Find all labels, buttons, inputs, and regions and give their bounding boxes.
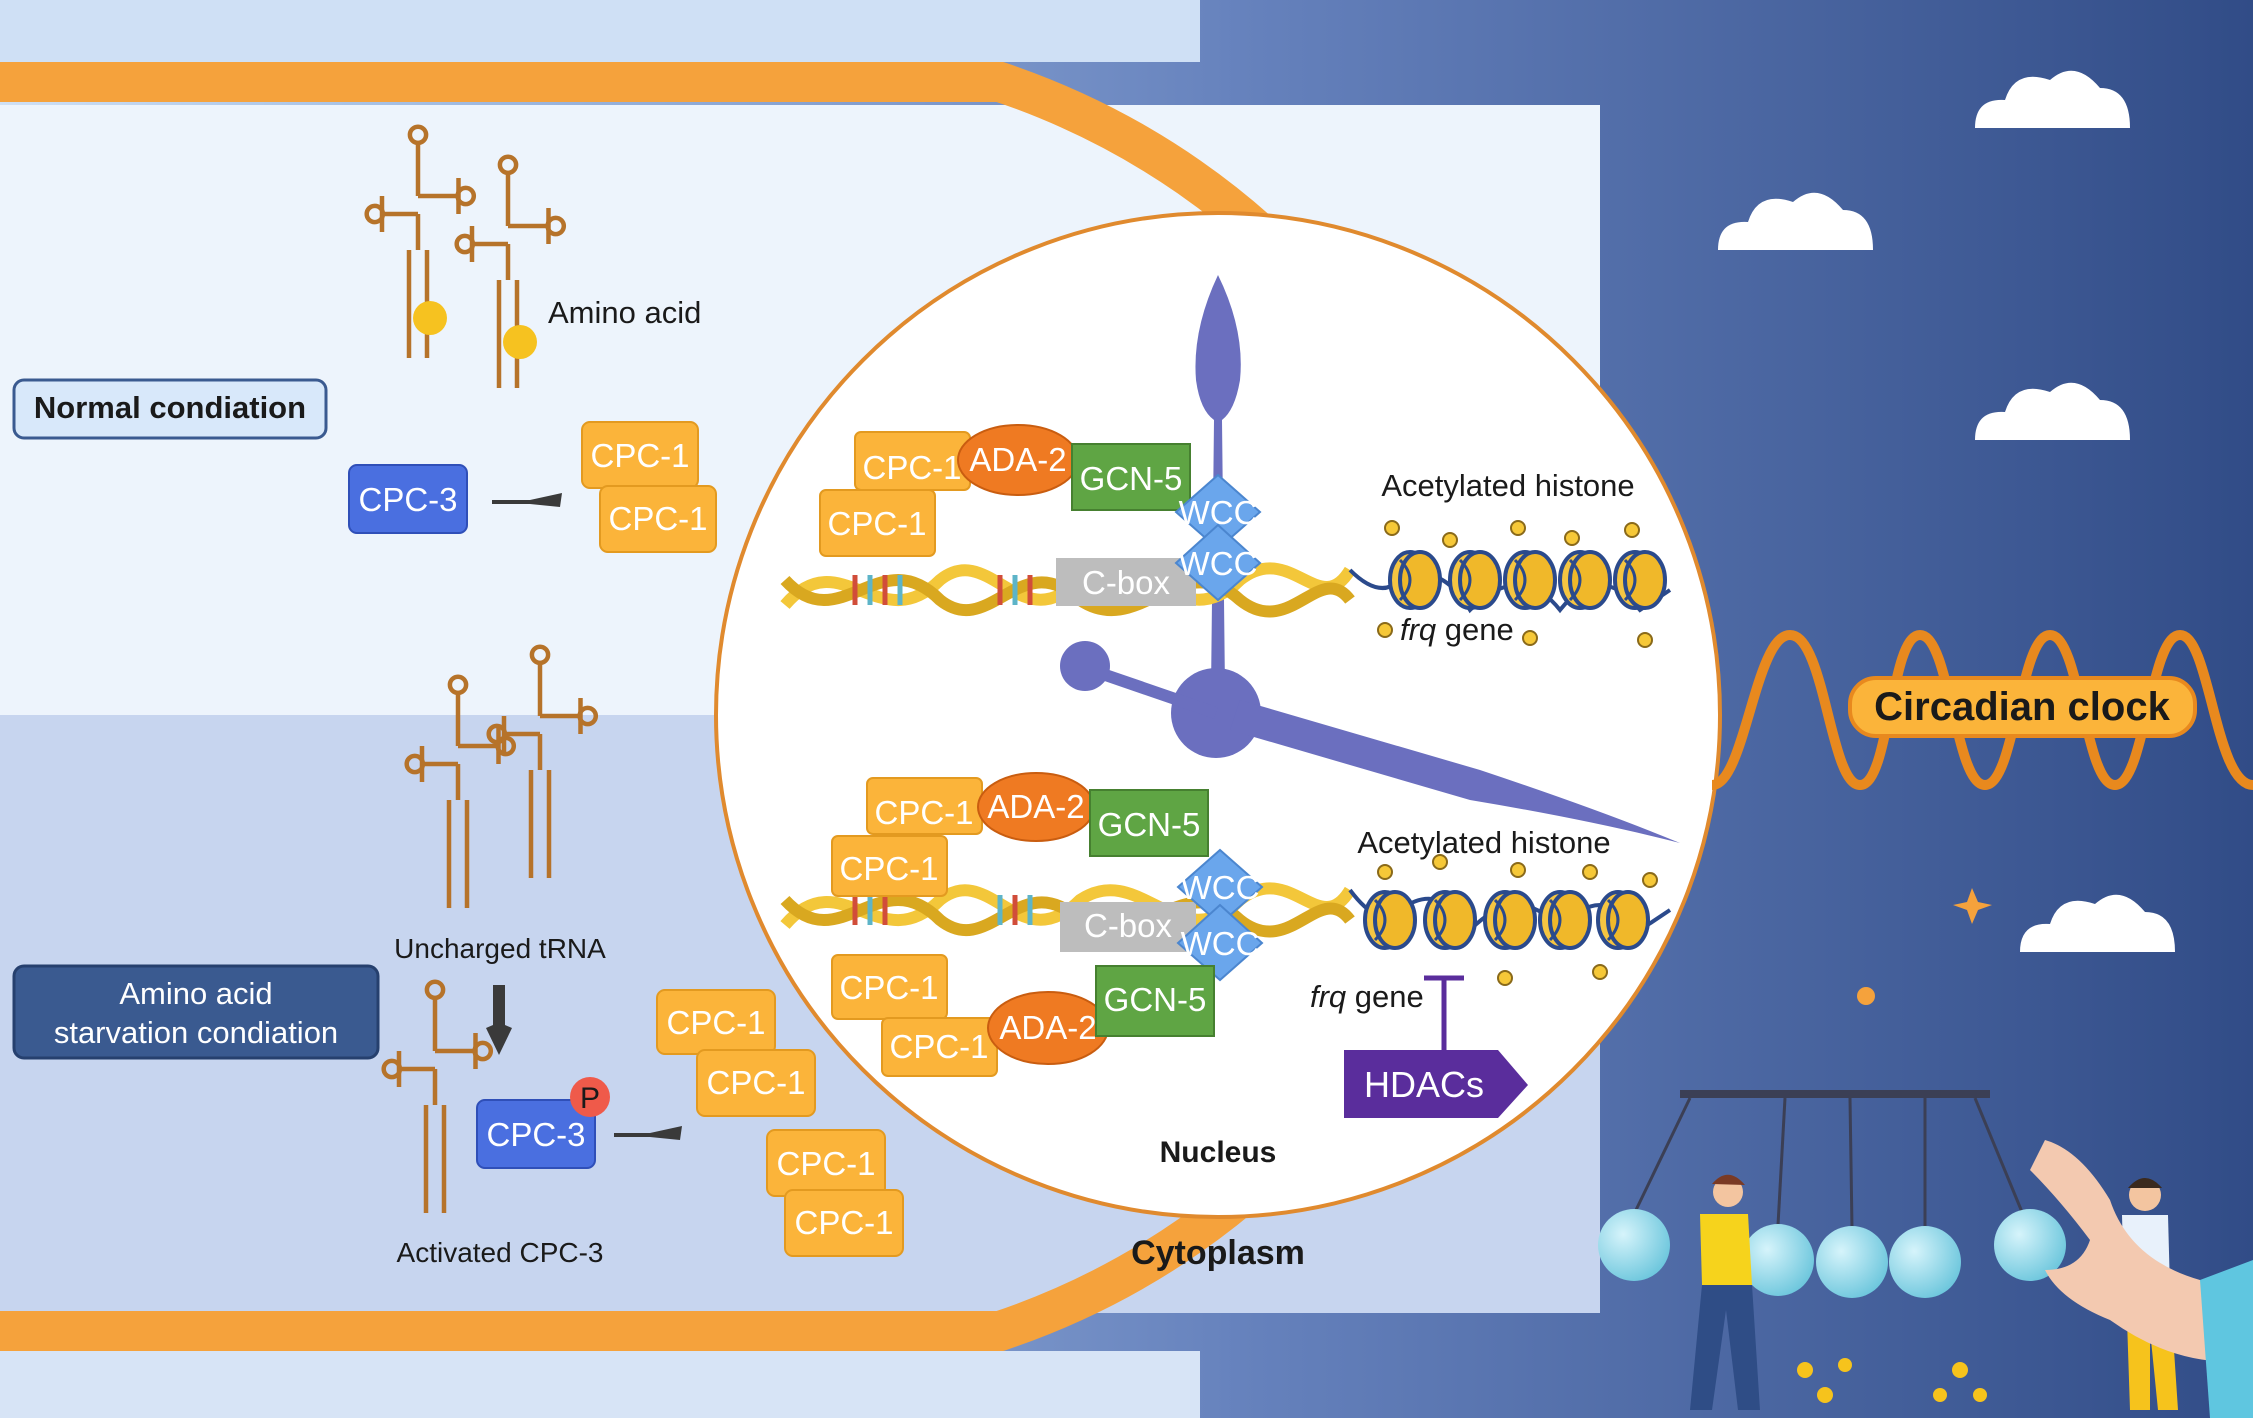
cpc3-activated: CPC-3: [476, 1099, 596, 1169]
gcn5-bottom-lower: GCN-5: [1095, 965, 1215, 1037]
activated-cpc3-label: Activated CPC-3: [397, 1237, 604, 1268]
svg-text:CPC-3: CPC-3: [486, 1116, 585, 1153]
svg-text:GCN-5: GCN-5: [1104, 981, 1207, 1018]
nucleosome-icon: [1448, 550, 1502, 610]
arrow-icon: [614, 1126, 682, 1140]
amino-acid-sphere-icon: [413, 301, 447, 335]
arrow-icon: [492, 493, 562, 507]
circadian-clock-label: Circadian clock: [1874, 685, 2170, 729]
acetylated-histone-label-top: Acetylated histone: [1381, 468, 1634, 503]
acetyl-group-icon: [1377, 854, 1658, 986]
nucleus-label: Nucleus: [1160, 1136, 1277, 1169]
person-icon: [1690, 1174, 1760, 1410]
uncharged-trna-label: Uncharged tRNA: [394, 933, 606, 964]
svg-text:WCC: WCC: [1179, 494, 1258, 531]
flower-icon: [1797, 1358, 1987, 1403]
frq-gene-label-bottom: frq gene: [1310, 979, 1424, 1014]
gcn5-bottom-upper: GCN-5: [1089, 789, 1209, 857]
cpc1-dimer-starv-2: CPC-1 CPC-1: [766, 1129, 904, 1257]
starvation-condition-box: [12, 964, 380, 1060]
svg-text:WCC: WCC: [1181, 869, 1260, 906]
cbox-bottom: C-box: [1060, 902, 1196, 952]
svg-text:CPC-3: CPC-3: [358, 481, 457, 518]
starvation-condition-label-line2: starvation condiation: [54, 1015, 338, 1050]
nucleosome-icon: [1596, 890, 1650, 950]
cpc3-normal: CPC-3: [348, 464, 468, 534]
normal-condition-label: Normal condiation: [34, 390, 306, 425]
hdacs-arrow: HDACs: [1344, 1050, 1528, 1118]
svg-text:CPC-1: CPC-1: [608, 500, 707, 537]
cpc1-dimer-bottom-upper: CPC-1 CPC-1: [831, 777, 983, 897]
nucleosome-icon: [1503, 550, 1557, 610]
svg-text:CPC-1: CPC-1: [874, 794, 973, 831]
ada2-top: ADA-2: [957, 424, 1079, 496]
svg-text:C-box: C-box: [1082, 564, 1171, 601]
svg-text:HDACs: HDACs: [1364, 1064, 1484, 1105]
svg-text:CPC-1: CPC-1: [839, 850, 938, 887]
svg-text:WCC: WCC: [1181, 925, 1260, 962]
nucleosome-icon: [1613, 550, 1667, 610]
svg-text:CPC-1: CPC-1: [776, 1145, 875, 1182]
svg-text:CPC-1: CPC-1: [794, 1204, 893, 1241]
nucleosome-icon: [1363, 890, 1417, 950]
sun-dot-icon: [1857, 987, 1875, 1005]
cpc1-dimer-starv-1: CPC-1 CPC-1: [656, 989, 816, 1117]
amino-acid-label: Amino acid: [548, 295, 701, 330]
nucleosome-icon: [1558, 550, 1612, 610]
nucleosome-icon: [1388, 550, 1442, 610]
svg-text:GCN-5: GCN-5: [1080, 460, 1183, 497]
frq-gene-label-top: frq gene: [1400, 612, 1514, 647]
svg-text:ADA-2: ADA-2: [969, 441, 1066, 478]
gcn5-top: GCN-5: [1071, 443, 1191, 511]
svg-text:CPC-1: CPC-1: [827, 505, 926, 542]
svg-text:P: P: [580, 1082, 600, 1115]
newtons-cradle-icon: [1598, 1090, 2066, 1298]
cbox-top: C-box: [1056, 558, 1196, 606]
nucleosome-icon: [1483, 890, 1537, 950]
svg-text:CPC-1: CPC-1: [862, 449, 961, 486]
wcc-bottom: WCC WCC: [1176, 848, 1264, 982]
svg-text:GCN-5: GCN-5: [1098, 806, 1201, 843]
svg-text:ADA-2: ADA-2: [987, 788, 1084, 825]
nucleosome-icon: [1538, 890, 1592, 950]
phosphate-icon: P: [570, 1077, 610, 1117]
nucleosome-icon: [1423, 890, 1477, 950]
cpc1-dimer-top: CPC-1 CPC-1: [819, 431, 971, 557]
svg-text:CPC-1: CPC-1: [706, 1064, 805, 1101]
svg-text:CPC-1: CPC-1: [666, 1004, 765, 1041]
svg-text:CPC-1: CPC-1: [590, 437, 689, 474]
acetyl-group-icon: [1377, 520, 1653, 648]
svg-text:CPC-1: CPC-1: [839, 969, 938, 1006]
svg-text:CPC-1: CPC-1: [889, 1028, 988, 1065]
arrow-icon: [486, 985, 512, 1055]
cpc1-dimer-normal: CPC-1 CPC-1: [581, 421, 717, 553]
acetylated-histone-label-bottom: Acetylated histone: [1357, 825, 1610, 860]
circadian-clock-label-box: [1848, 676, 2197, 738]
wcc-top: WCC WCC: [1174, 473, 1262, 602]
cpc1-dimer-bottom-lower: CPC-1 CPC-1: [831, 954, 998, 1077]
svg-text:WCC: WCC: [1179, 545, 1258, 582]
ada2-bottom-upper: ADA-2: [977, 772, 1095, 842]
cytoplasm-label: Cytoplasm: [1131, 1234, 1305, 1272]
hand-icon: [2030, 1140, 2253, 1418]
ada2-bottom-lower: ADA-2: [987, 991, 1109, 1065]
normal-condition-box: [12, 378, 328, 440]
amino-acid-sphere-icon: [503, 325, 537, 359]
sparkle-icon: [1953, 888, 1992, 924]
svg-text:ADA-2: ADA-2: [999, 1009, 1096, 1046]
circadian-wave: [1710, 629, 2253, 791]
svg-text:C-box: C-box: [1084, 907, 1173, 944]
starvation-condition-label-line1: Amino acid: [119, 976, 272, 1011]
inhibition-icon: [1424, 975, 1464, 1050]
